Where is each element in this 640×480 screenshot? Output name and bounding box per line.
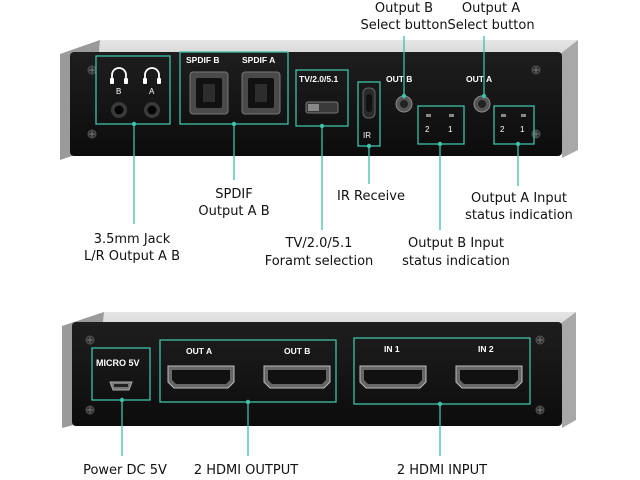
top-leader-lines	[131, 36, 521, 230]
hdmi-port-out-a	[167, 365, 235, 389]
jack-b-label: B	[116, 87, 121, 96]
spdif-b-label: SPDIF B	[186, 55, 220, 65]
screw-icon	[535, 335, 545, 345]
callout-output-a-input-status: Output A Input status indication	[465, 191, 573, 223]
bottom-leader-lines	[119, 397, 443, 456]
screw-icon	[85, 335, 95, 345]
screw-icon	[531, 129, 541, 139]
callout-spdif: SPDIF Output A B	[198, 187, 269, 219]
svg-text:Output A: Output A	[462, 1, 520, 16]
callout-jack: 3.5mm Jack L/R Output A B	[84, 232, 180, 264]
callout-ir-receive: IR Receive	[337, 189, 405, 204]
led-a-highlight-box	[493, 105, 535, 145]
led-b-2-label: 2	[425, 125, 430, 134]
led-a-2-label: 2	[500, 125, 505, 134]
svg-text:status indication: status indication	[465, 208, 573, 223]
svg-text:Foramt selection: Foramt selection	[265, 254, 374, 269]
out-a-button-label: OUT A	[466, 74, 492, 84]
output-a-select-button[interactable]	[473, 95, 491, 113]
svg-text:TV/2.0/5.1: TV/2.0/5.1	[285, 236, 353, 251]
headphone-icon	[143, 67, 161, 84]
output-b-select-button[interactable]	[395, 95, 413, 113]
micro-5v-label: MICRO 5V	[96, 358, 140, 368]
screw-icon	[531, 65, 541, 75]
hdmi-in-2-label: IN 2	[478, 344, 494, 354]
top-device-panel: B A SPDIF B SPDIF A TV/2.0/5.1	[60, 40, 578, 160]
screw-icon	[535, 405, 545, 415]
led-a-1-label: 1	[520, 125, 525, 134]
hdmi-port-in-2	[455, 365, 523, 389]
spdif-port-a	[241, 71, 281, 115]
svg-text:SPDIF: SPDIF	[215, 187, 252, 202]
output-a-led-1	[521, 114, 526, 117]
format-slide-switch[interactable]	[305, 101, 339, 114]
format-switch-label: TV/2.0/5.1	[299, 74, 338, 84]
callout-hdmi-output: 2 HDMI OUTPUT	[194, 463, 298, 478]
headphone-icon	[110, 67, 128, 84]
top-frame-right	[560, 40, 578, 158]
svg-text:Output A B: Output A B	[198, 204, 269, 219]
callout-output-b-input-status: Output B Input status indication	[402, 236, 510, 269]
audio-jack-b	[111, 102, 127, 118]
output-b-led-2	[426, 114, 431, 117]
output-b-led-1	[449, 114, 454, 117]
spdif-port-b	[189, 71, 229, 115]
spdif-a-label: SPDIF A	[242, 55, 275, 65]
svg-text:Output B Input: Output B Input	[408, 236, 504, 251]
hdmi-out-a-label: OUT A	[186, 346, 212, 356]
ir-receiver	[362, 87, 376, 119]
svg-text:status indication: status indication	[402, 254, 510, 269]
svg-text:Output A Input: Output A Input	[471, 191, 567, 206]
hdmi-port-in-1	[359, 365, 427, 389]
svg-text:Output B: Output B	[375, 1, 433, 16]
audio-jack-a	[144, 102, 160, 118]
callout-format: TV/2.0/5.1 Foramt selection	[265, 236, 374, 269]
svg-text:3.5mm Jack: 3.5mm Jack	[94, 232, 171, 247]
output-a-led-2	[501, 114, 506, 117]
bottom-frame-right	[560, 312, 576, 428]
callout-output-b-select: Output B Select button	[360, 1, 447, 33]
jack-a-label: A	[149, 87, 155, 96]
hdmi-port-out-b	[263, 365, 331, 389]
screw-icon	[87, 65, 97, 75]
callout-power: Power DC 5V	[83, 463, 167, 478]
svg-text:L/R Output A B: L/R Output A B	[84, 249, 180, 264]
hdmi-in-1-label: IN 1	[384, 344, 400, 354]
hdmi-out-b-label: OUT B	[284, 346, 310, 356]
micro-usb-port	[109, 381, 133, 391]
screw-icon	[87, 129, 97, 139]
led-b-1-label: 1	[448, 125, 453, 134]
callout-output-a-select: Output A Select button	[447, 1, 534, 33]
svg-text:IR Receive: IR Receive	[337, 189, 405, 204]
screw-icon	[85, 405, 95, 415]
out-b-button-label: OUT B	[386, 74, 412, 84]
bottom-device-panel: MICRO 5V OUT A OUT B IN 1 IN 2	[62, 312, 576, 428]
svg-text:Select button: Select button	[447, 18, 534, 33]
ir-label: IR	[363, 131, 371, 140]
callout-hdmi-input: 2 HDMI INPUT	[397, 463, 487, 478]
svg-text:Select button: Select button	[360, 18, 447, 33]
